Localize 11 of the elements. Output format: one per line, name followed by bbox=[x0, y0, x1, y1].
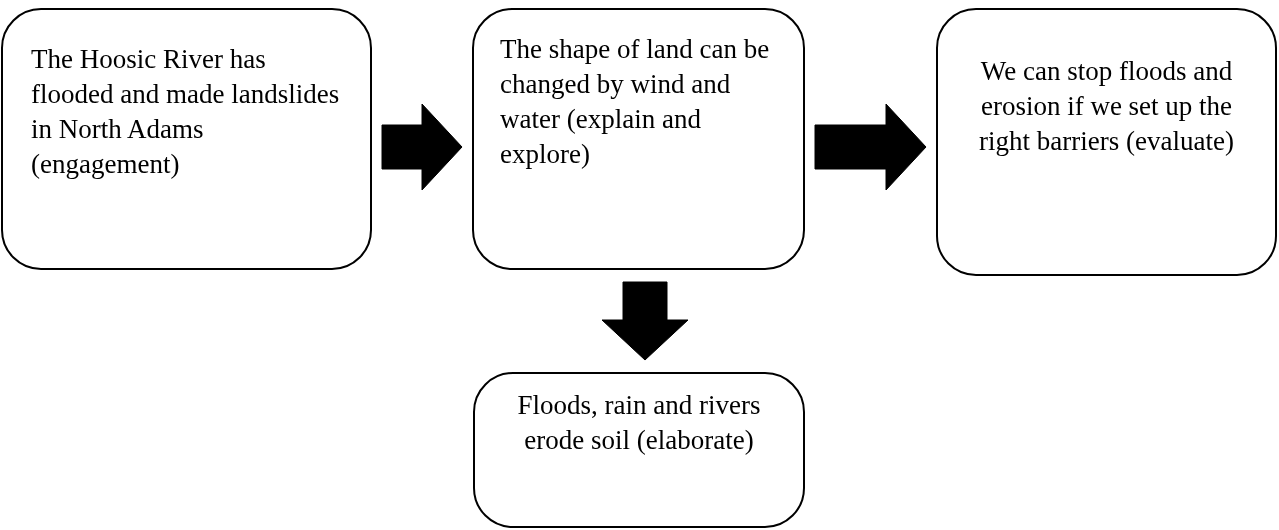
block-arrow bbox=[381, 103, 463, 191]
block-arrow bbox=[601, 281, 689, 361]
box-text: The shape of land can be changed by wind and water (explain and explore) bbox=[500, 33, 771, 171]
box-text: Floods, rain and rivers erode soil (elaborate) bbox=[516, 389, 762, 457]
process-box bbox=[473, 372, 805, 528]
process-box bbox=[936, 8, 1277, 276]
box-text: The Hoosic River has flooded and made landslides in North Adams (engagement) bbox=[31, 43, 341, 181]
block-arrow bbox=[814, 103, 927, 191]
process-box bbox=[1, 8, 372, 270]
box-text: We can stop floods and erosion if we set up the right barriers (evaluate) bbox=[978, 55, 1235, 158]
process-box bbox=[472, 8, 805, 270]
